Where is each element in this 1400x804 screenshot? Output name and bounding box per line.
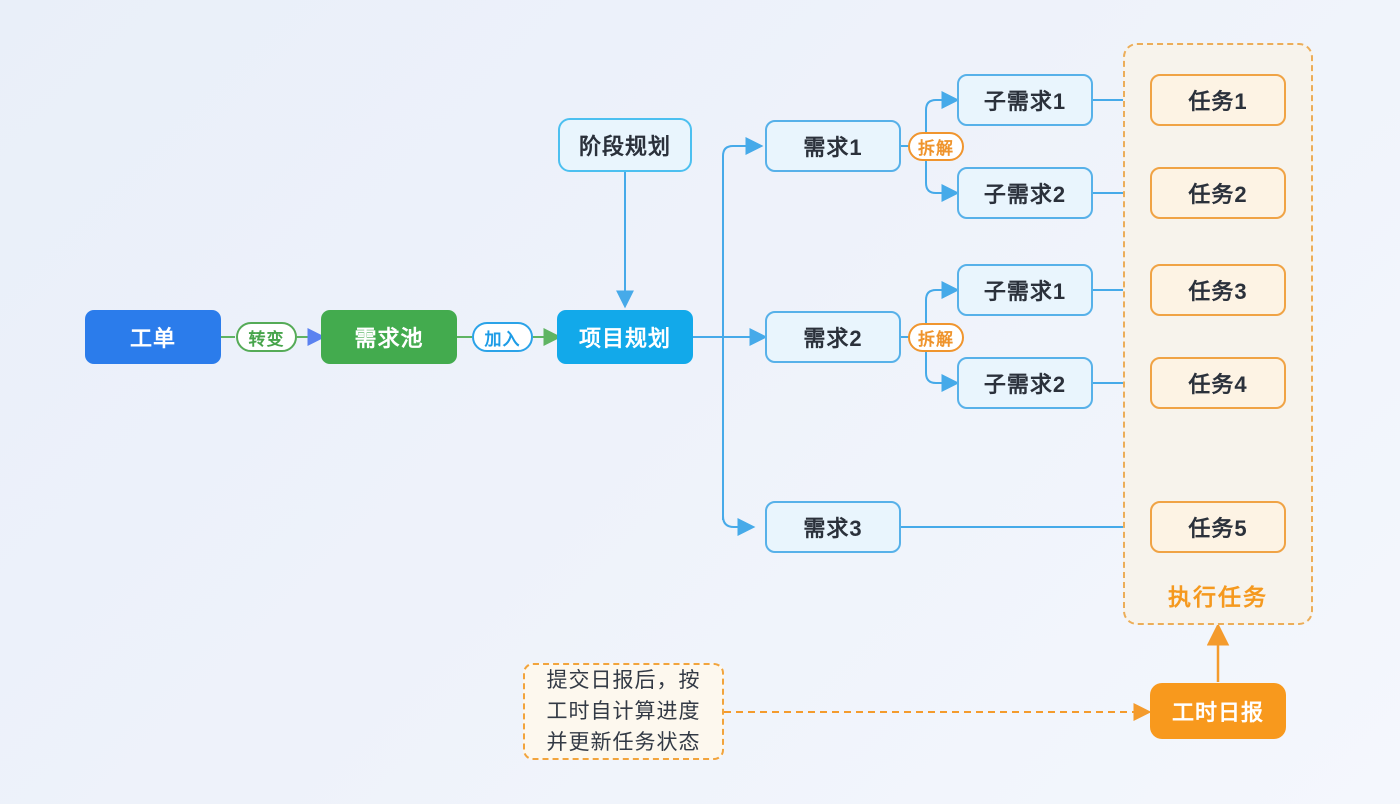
node-demand-2: 需求2 <box>765 311 901 363</box>
node-task-1: 任务1 <box>1150 74 1286 126</box>
note-line-2: 工时自计算进度 <box>546 700 701 723</box>
node-work-order: 工单 <box>85 310 221 364</box>
node-demand-pool: 需求池 <box>321 310 457 364</box>
node-demand-1: 需求1 <box>765 120 901 172</box>
note-line-3: 并更新任务状态 <box>546 731 701 754</box>
node-task-2: 任务2 <box>1150 167 1286 219</box>
note-box: 提交日报后，按 工时自计算进度 并更新任务状态 <box>523 663 724 760</box>
node-demand-3: 需求3 <box>765 501 901 553</box>
node-task-3: 任务3 <box>1150 264 1286 316</box>
node-sub-demand-2b: 子需求2 <box>957 357 1093 409</box>
note-line-1: 提交日报后，按 <box>546 669 701 692</box>
node-sub-demand-1b: 子需求1 <box>957 264 1093 316</box>
node-task-5: 任务5 <box>1150 501 1286 553</box>
node-sub-demand-1a: 子需求1 <box>957 74 1093 126</box>
execution-zone-title: 执行任务 <box>1168 584 1268 610</box>
node-sub-demand-2a: 子需求2 <box>957 167 1093 219</box>
node-daily-report: 工时日报 <box>1150 683 1286 739</box>
node-task-4: 任务4 <box>1150 357 1286 409</box>
edge-label-decompose-2: 拆解 <box>908 323 964 352</box>
edge-label-transform: 转变 <box>236 322 297 352</box>
edge-label-decompose-1: 拆解 <box>908 132 964 161</box>
node-project-planning: 项目规划 <box>557 310 693 364</box>
edge-label-join: 加入 <box>472 322 533 352</box>
node-stage-planning: 阶段规划 <box>558 118 692 172</box>
